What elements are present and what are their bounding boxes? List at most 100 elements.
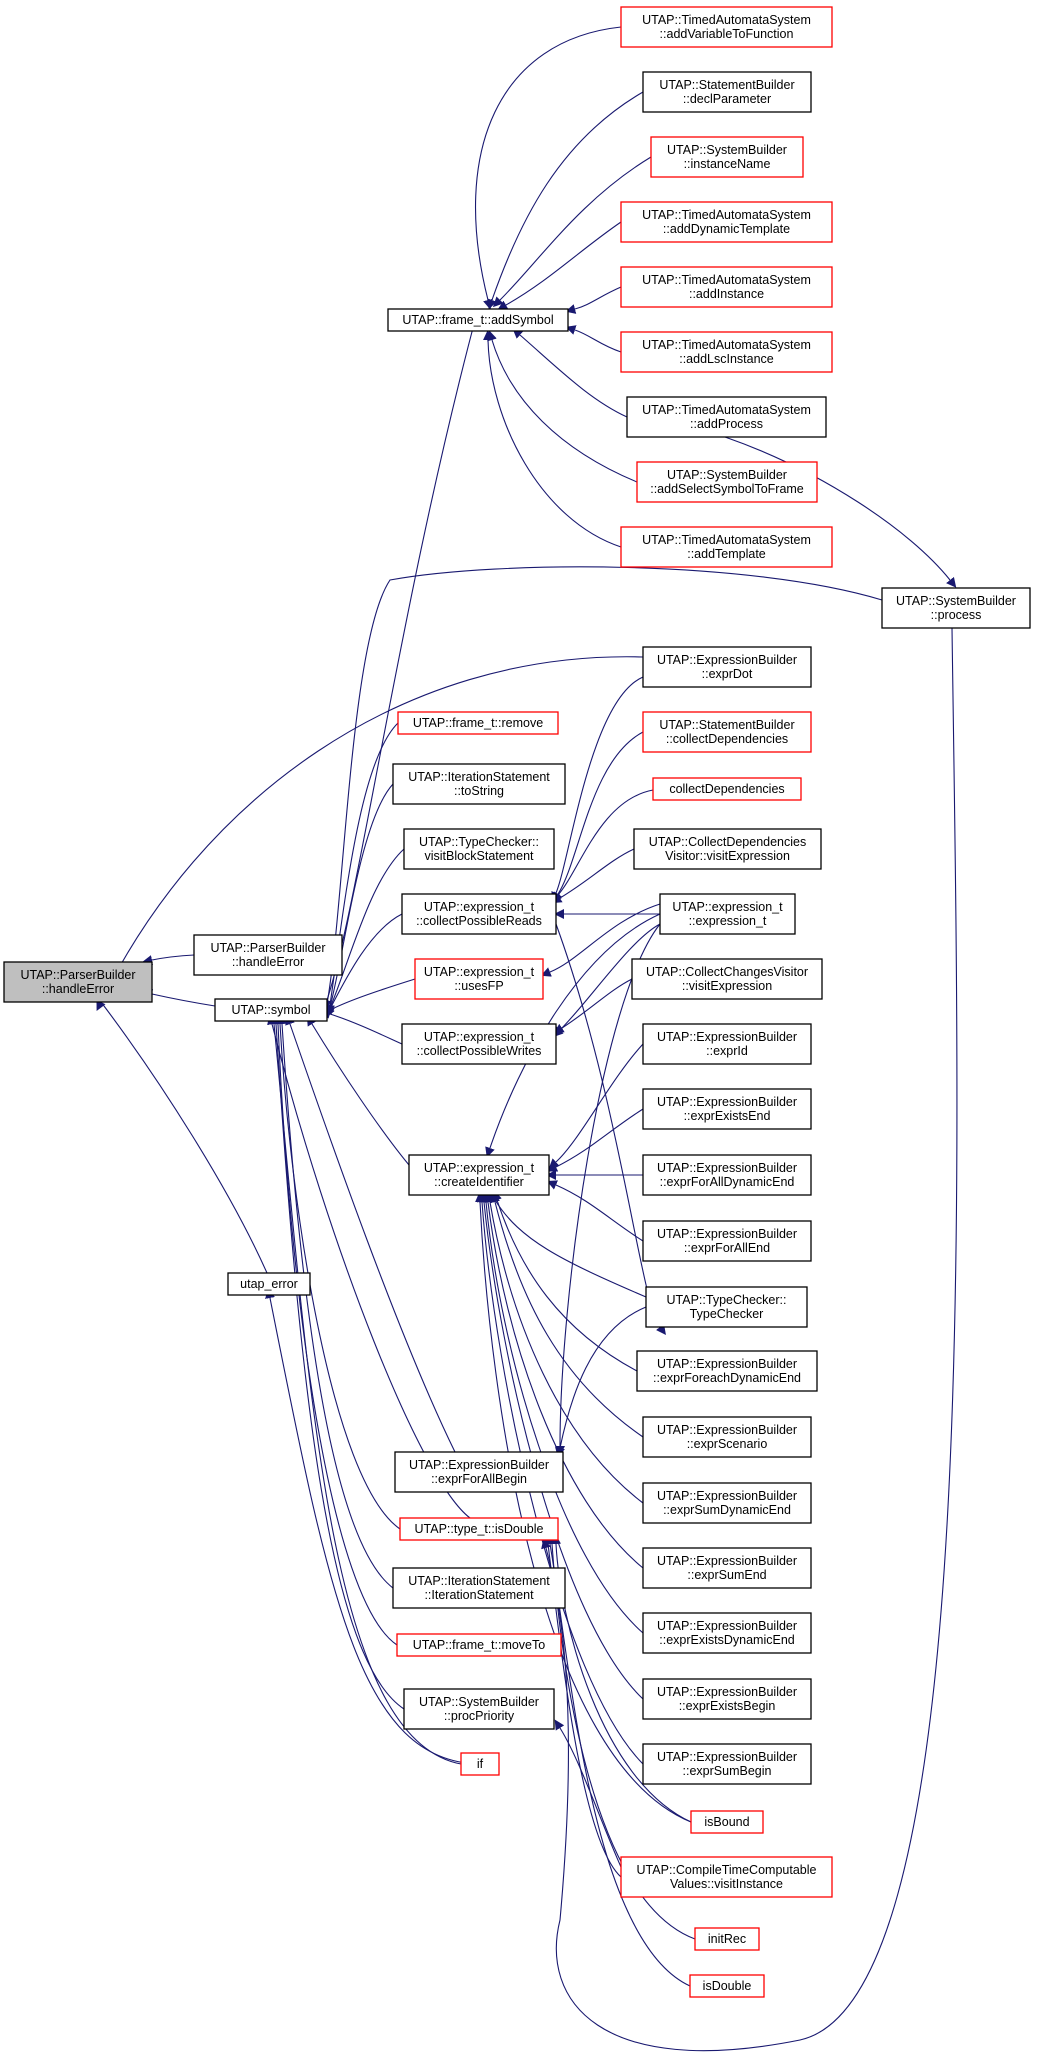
node-box	[620, 266, 833, 308]
node-label: UTAP::IterationStatement	[408, 770, 550, 784]
node-label: ::exprScenario	[687, 1437, 768, 1451]
node-typeChecker[interactable]: UTAP::TypeChecker::TypeChecker	[645, 1286, 808, 1328]
node-exprSumEnd[interactable]: UTAP::ExpressionBuilder::exprSumEnd	[642, 1547, 812, 1589]
node-pb-handleError[interactable]: UTAP::ParserBuilder::handleError	[193, 934, 343, 976]
node-label: ::exprForeachDynamicEnd	[653, 1371, 801, 1385]
node-isBound[interactable]: isBound	[690, 1810, 764, 1834]
call-edge	[541, 627, 958, 2052]
node-procPriority[interactable]: UTAP::SystemBuilder::procPriority	[403, 1688, 555, 1730]
node-exprSumDynamicEnd[interactable]: UTAP::ExpressionBuilder::exprSumDynamicE…	[642, 1482, 812, 1524]
call-edge	[325, 913, 403, 1018]
call-edge	[306, 1015, 410, 1166]
node-label: ::exprForAllEnd	[684, 1241, 770, 1255]
node-box	[642, 1612, 812, 1654]
node-exprForAllBegin[interactable]: UTAP::ExpressionBuilder::exprForAllBegin	[394, 1451, 564, 1493]
node-exprExistsDynamicEnd[interactable]: UTAP::ExpressionBuilder::exprExistsDynam…	[642, 1612, 812, 1654]
node-addDynamicTemplate[interactable]: UTAP::TimedAutomataSystem::addDynamicTem…	[620, 201, 833, 243]
node-box	[642, 1220, 812, 1262]
node-label: ::visitExpression	[682, 979, 772, 993]
node-box	[631, 958, 823, 1000]
node-exprSumBegin[interactable]: UTAP::ExpressionBuilder::exprSumBegin	[642, 1743, 812, 1785]
node-label: UTAP::CollectChangesVisitor	[646, 965, 808, 979]
node-visitBlockStatement[interactable]: UTAP::TypeChecker::visitBlockStatement	[403, 828, 555, 870]
node-exprScenario[interactable]: UTAP::ExpressionBuilder::exprScenario	[642, 1416, 812, 1458]
node-label: ::exprExistsBegin	[679, 1699, 776, 1713]
node-ctcv-visitInstance[interactable]: UTAP::CompileTimeComputableValues::visit…	[620, 1856, 833, 1898]
call-edge	[481, 1192, 644, 1634]
node-usesFP[interactable]: UTAP::expression_t::usesFP	[414, 958, 544, 1000]
node-addTemplate[interactable]: UTAP::TimedAutomataSystem::addTemplate	[620, 526, 833, 568]
node-label: ::usesFP	[454, 979, 503, 993]
node-declParameter[interactable]: UTAP::StatementBuilder::declParameter	[642, 71, 812, 113]
node-label: UTAP::ParserBuilder	[210, 941, 325, 955]
call-edge	[269, 1014, 462, 1765]
node-exprExistsBegin[interactable]: UTAP::ExpressionBuilder::exprExistsBegin	[642, 1678, 812, 1720]
node-label: visitBlockStatement	[424, 849, 534, 863]
node-addInstance[interactable]: UTAP::TimedAutomataSystem::addInstance	[620, 266, 833, 308]
node-createIdentifier[interactable]: UTAP::expression_t::createIdentifier	[408, 1154, 550, 1196]
call-edge	[512, 328, 628, 418]
node-label: UTAP::ExpressionBuilder	[657, 1227, 797, 1241]
node-is-toString[interactable]: UTAP::IterationStatement::toString	[392, 763, 566, 805]
node-label: ::toString	[454, 784, 504, 798]
node-addVariableToFunction[interactable]: UTAP::TimedAutomataSystem::addVariableTo…	[620, 6, 833, 48]
node-box	[650, 136, 804, 178]
call-edge	[320, 1009, 403, 1045]
call-edge	[497, 221, 622, 310]
node-label: ::createIdentifier	[434, 1175, 524, 1189]
call-edge	[490, 1192, 644, 1438]
node-cdv-visitExpression[interactable]: UTAP::CollectDependenciesVisitor::visitE…	[633, 828, 822, 870]
node-label: UTAP::frame_t::remove	[413, 716, 543, 730]
node-exprForeachDynamicEnd[interactable]: UTAP::ExpressionBuilder::exprForeachDyna…	[636, 1350, 818, 1392]
node-ccv-visitExpression[interactable]: UTAP::CollectChangesVisitor::visitExpres…	[631, 958, 823, 1000]
node-remove[interactable]: UTAP::frame_t::remove	[397, 711, 559, 735]
node-initRec[interactable]: initRec	[694, 1927, 760, 1951]
node-box	[652, 777, 802, 801]
node-exprForAllDynamicEnd[interactable]: UTAP::ExpressionBuilder::exprForAllDynam…	[642, 1154, 812, 1196]
node-label: TypeChecker	[690, 1307, 764, 1321]
node-isDouble-type[interactable]: UTAP::type_t::isDouble	[399, 1517, 559, 1541]
node-label: UTAP::type_t::isDouble	[415, 1522, 544, 1536]
node-isDouble[interactable]: isDouble	[689, 1974, 765, 1998]
node-collectPossibleWrites[interactable]: UTAP::expression_t::collectPossibleWrite…	[401, 1023, 557, 1065]
node-exprExistsEnd[interactable]: UTAP::ExpressionBuilder::exprExistsEnd	[642, 1088, 812, 1130]
call-edge	[271, 1014, 405, 1710]
node-is-ctor[interactable]: UTAP::IterationStatement::IterationState…	[392, 1567, 566, 1609]
node-box	[394, 1451, 564, 1493]
node-sb-process[interactable]: UTAP::SystemBuilder::process	[881, 587, 1031, 629]
node-expression-t[interactable]: UTAP::expression_t::expression_t	[659, 893, 796, 935]
node-box	[659, 893, 796, 935]
node-collectPossibleReads[interactable]: UTAP::expression_t::collectPossibleReads	[401, 893, 557, 935]
node-label: UTAP::frame_t::addSymbol	[402, 313, 553, 327]
call-edge	[277, 1014, 394, 1589]
node-addLscInstance[interactable]: UTAP::TimedAutomataSystem::addLscInstanc…	[620, 331, 833, 373]
call-edge	[555, 1306, 647, 1458]
node-label: ::addProcess	[690, 417, 763, 431]
node-utap-error[interactable]: utap_error	[227, 1272, 311, 1296]
node-addSymbol[interactable]: UTAP::frame_t::addSymbol	[387, 308, 569, 332]
node-collectDependencies[interactable]: collectDependencies	[652, 777, 802, 801]
node-moveTo[interactable]: UTAP::frame_t::moveTo	[396, 1633, 562, 1657]
node-label: if	[477, 1757, 484, 1771]
node-sb-collectDependencies[interactable]: UTAP::StatementBuilder::collectDependenc…	[642, 711, 812, 753]
node-box	[642, 1416, 812, 1458]
node-instanceName[interactable]: UTAP::SystemBuilder::instanceName	[650, 136, 804, 178]
node-symbol[interactable]: UTAP::symbol	[214, 998, 328, 1022]
node-addProcess[interactable]: UTAP::TimedAutomataSystem::addProcess	[626, 396, 827, 438]
node-box	[401, 893, 557, 935]
node-exprDot[interactable]: UTAP::ExpressionBuilder::exprDot	[642, 646, 812, 688]
node-exprId[interactable]: UTAP::ExpressionBuilder::exprId	[642, 1023, 812, 1065]
call-edge	[554, 1719, 622, 1868]
node-label: utap_error	[240, 1277, 298, 1291]
node-if[interactable]: if	[460, 1752, 500, 1776]
call-edge	[724, 436, 957, 588]
node-addSelectSymbolToFrame[interactable]: UTAP::SystemBuilder::addSelectSymbolToFr…	[636, 461, 818, 503]
node-box	[620, 526, 833, 568]
node-box	[414, 958, 544, 1000]
node-exprForAllEnd[interactable]: UTAP::ExpressionBuilder::exprForAllEnd	[642, 1220, 812, 1262]
call-edge	[552, 923, 661, 1038]
node-handleError-root[interactable]: UTAP::ParserBuilder::handleError	[3, 961, 153, 1003]
node-label: UTAP::ExpressionBuilder	[657, 1489, 797, 1503]
node-label: UTAP::SystemBuilder	[896, 594, 1016, 608]
node-label: UTAP::StatementBuilder	[659, 718, 794, 732]
